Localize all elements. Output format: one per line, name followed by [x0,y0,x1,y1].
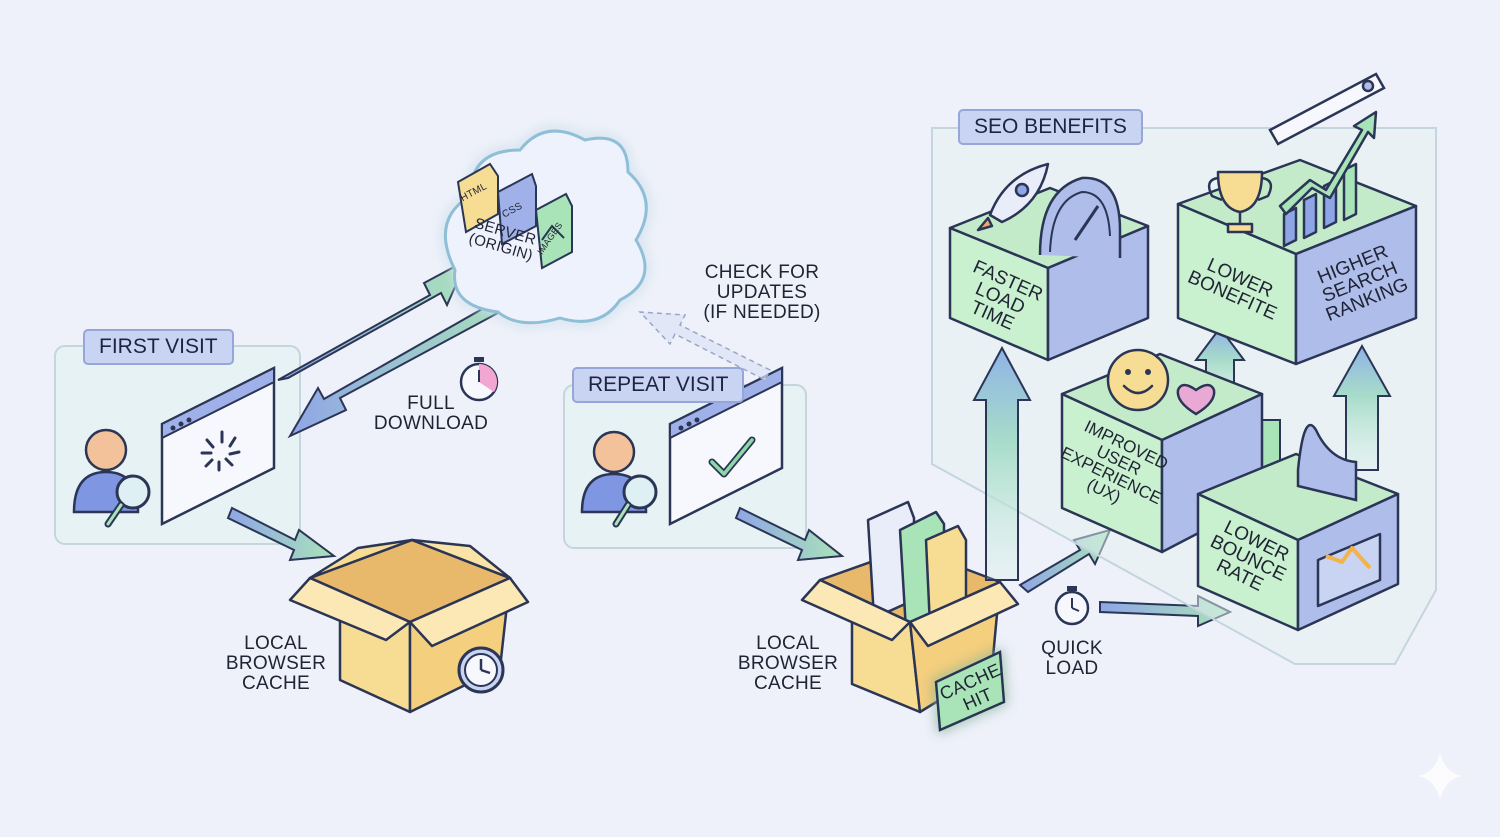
stopwatch-icon [459,357,499,402]
faster-arrow [972,345,1032,581]
cache-label-2-line-3: CACHE [753,672,822,694]
images-file-icon [534,192,573,270]
sparkle-icon [1418,752,1462,800]
full-download-line-2: DOWNLOAD [373,412,489,434]
repeat-visit-tag: REPEAT VISIT [572,367,745,403]
cache-label-2-line-1: LOCAL [756,633,820,654]
cache-label-2-line-2: BROWSER [737,652,839,674]
cache-label-1-line-1: LOCAL [244,633,308,654]
css-file-icon [496,172,537,246]
heart-icon [1176,383,1216,416]
quick-load-line-1: QUICK [1041,638,1103,659]
browser-window-icon [160,365,276,527]
stopwatch-icon [1054,586,1090,626]
check-updates-line-2: UPDATES [716,281,808,303]
rocket-icon [976,162,1050,232]
magnifier-icon [104,474,151,528]
check-updates-line-1: CHECK FOR [704,262,820,283]
bell-curve-icon [1296,423,1358,502]
checkmark-icon [708,436,756,478]
cache-read-arrow [734,506,845,562]
local-cache-label-1: LOCAL BROWSER CACHE [216,634,336,694]
search-bar-icon [1268,72,1386,146]
check-updates-line-3: (IF NEEDED) [703,301,821,323]
cache-label-1-line-3: CACHE [241,672,310,694]
trend-down-icon [1316,532,1382,608]
upload-arrow [277,257,470,381]
spinner-icon [200,430,241,472]
trophy-icon [1207,170,1273,234]
cache-label-1-line-2: BROWSER [225,652,327,674]
magnifier-icon [612,474,658,528]
cache-store-arrow [226,506,337,562]
quick-load-line-2: LOAD [1045,657,1099,679]
speedometer-icon [1038,176,1122,258]
clock-icon [457,646,505,694]
ranking-arrow [1332,343,1392,471]
smiley-icon [1106,348,1170,412]
cardboard-box-icon [288,538,530,714]
check-updates-label: CHECK FOR UPDATES (IF NEEDED) [696,263,828,323]
first-visit-tag: FIRST VISIT [83,329,234,365]
seo-benefits-tag: SEO BENEFITS [958,109,1143,145]
cache-hit-badge [934,650,1006,732]
full-download-label: FULL DOWNLOAD [364,394,498,434]
local-cache-label-2: LOCAL BROWSER CACHE [728,634,848,694]
faster-load-cube [948,186,1150,362]
cardboard-box-icon [800,500,1020,714]
browser-window-icon [668,365,784,527]
full-download-line-1: FULL [407,393,455,414]
check-updates-arrow [638,311,772,382]
quick-load-label: QUICK LOAD [1036,639,1108,679]
bar-chart-icon [1278,110,1378,248]
